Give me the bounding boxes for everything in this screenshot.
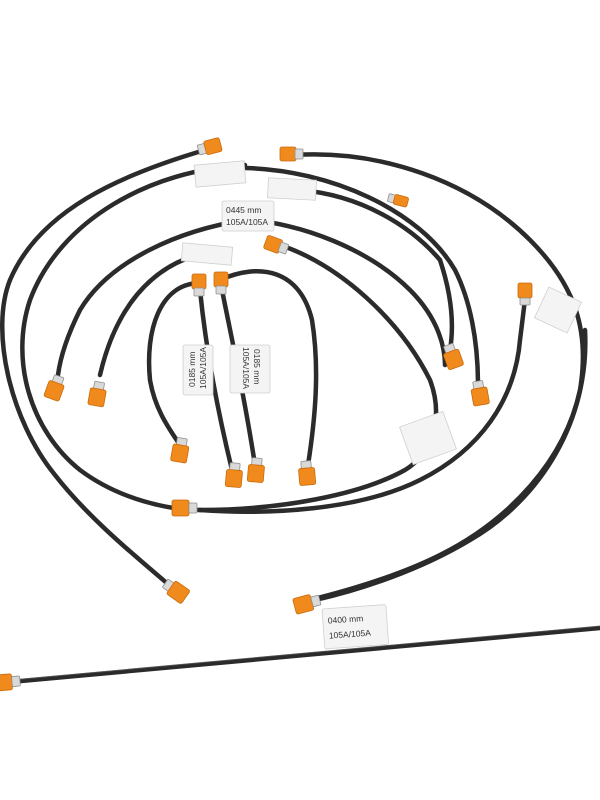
cap-lower-a [170,437,190,464]
tag-lower-clip [399,410,457,466]
cap-top-left [196,137,223,156]
cap-top-right [387,193,409,208]
cap-far-left [0,673,21,692]
cap-bottom-center [292,594,322,615]
tube-outer-left [0,147,208,593]
plain-tags [180,160,583,466]
tube-loop-2 [20,162,248,513]
tube-right-lower [312,327,588,603]
label-0400-line2: 105A/105A [329,628,372,641]
tube-loop-0445b [242,217,448,368]
fitting-caps [0,137,533,692]
cap-mid-top [263,235,290,255]
tag-mid [180,242,234,266]
tube-loop-2b [197,292,528,514]
cap-lower-c [246,457,265,483]
label-0185-b-line1: 0185 mm [252,349,262,384]
label-0400: 0400 mm 105A/105A [321,604,389,650]
cap-left-a [43,374,65,402]
tube-0400 [7,625,600,685]
label-0185-b: 0185 mm 105A/105A [229,344,271,394]
cap-right-top [517,282,533,306]
tube-loop-0445 [55,217,248,378]
label-0445-line2: 105A/105A [226,217,268,227]
cap-right-a [443,343,464,370]
cap-right-b [470,380,490,407]
label-0185-a-line1: 0185 mm [187,352,197,387]
label-0445: 0445 mm 105A/105A [221,200,275,232]
label-0400-line1: 0400 mm [327,613,363,625]
label-0185-a-line2: 105A/105A [198,347,208,389]
cap-lower-d [298,460,317,486]
cap-lower-b [224,462,243,488]
tube-loop-3 [242,165,481,388]
tube-loop-3b [297,187,455,353]
cap-top-center [279,146,304,162]
cap-mid-left [171,499,198,517]
tag-right-clip [533,286,583,334]
label-0445-line1: 0445 mm [226,205,261,215]
tube-small-loop-a [146,280,201,448]
cap-small-b [213,271,229,295]
tube-0400-highlight [11,625,600,681]
tube-outer-right [292,152,586,603]
tag-top-a [193,160,247,188]
label-0185-b-line2: 105A/105A [241,347,251,389]
label-0185-a: 0185 mm 105A/105A [182,344,214,396]
cap-bottom-left [162,579,190,604]
cap-left-b [87,380,107,408]
tag-top-b [267,177,317,201]
cap-small-a [191,273,207,297]
tube-small-loop-b [217,269,319,468]
